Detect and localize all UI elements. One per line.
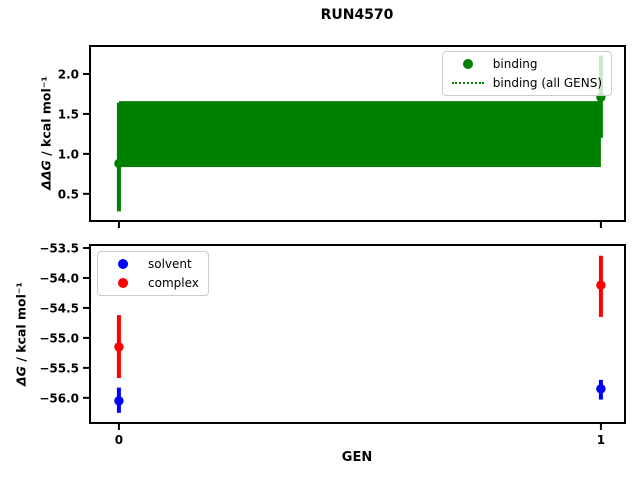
svg-text:−55.5: −55.5 xyxy=(39,361,79,375)
legend-label-binding: binding xyxy=(492,57,538,71)
ylabel-math-dg: ΔG xyxy=(13,366,29,386)
ylabel-units-ddg: / kcal mol⁻¹ xyxy=(38,76,54,161)
svg-text:1: 1 xyxy=(597,433,605,447)
legend-item-complex: complex xyxy=(107,276,199,290)
svg-text:−56.0: −56.0 xyxy=(39,391,79,405)
legend-item-binding-all-gens: binding (all GENS) xyxy=(451,76,602,90)
legend-item-solvent: solvent xyxy=(107,257,199,271)
binding-marker-icon xyxy=(462,59,473,69)
x-axis-label: GEN xyxy=(341,450,373,465)
complex-marker-icon xyxy=(118,278,128,288)
svg-text:−54.0: −54.0 xyxy=(39,271,79,285)
ylabel-math-ddg: ΔΔG xyxy=(38,160,54,190)
svg-text:−55.0: −55.0 xyxy=(39,331,79,345)
svg-text:1.0: 1.0 xyxy=(58,147,79,161)
legend-binding: binding binding (all GENS) xyxy=(441,51,612,96)
figure-title: RUN4570 xyxy=(320,7,394,23)
legend-label-solvent: solvent xyxy=(148,257,192,271)
legend-label-binding-all-gens: binding (all GENS) xyxy=(492,76,602,90)
legend-label-complex: complex xyxy=(148,276,199,290)
svg-text:−54.5: −54.5 xyxy=(39,301,79,315)
legend-item-binding: binding xyxy=(452,57,602,71)
svg-text:2.0: 2.0 xyxy=(58,67,79,81)
legend-dg: solvent complex xyxy=(97,251,209,296)
binding-all-gens-dotted-line-icon xyxy=(451,82,484,84)
y-axis-label-ddg: ΔΔG / kcal mol⁻¹ xyxy=(39,76,54,190)
ylabel-units-dg: / kcal mol⁻¹ xyxy=(13,282,29,367)
y-axis-label-dg: ΔG / kcal mol⁻¹ xyxy=(14,282,29,386)
svg-text:0.5: 0.5 xyxy=(58,187,79,201)
svg-text:1.5: 1.5 xyxy=(58,107,79,121)
svg-text:0: 0 xyxy=(115,433,123,447)
solvent-marker-icon xyxy=(118,259,128,269)
svg-text:−53.5: −53.5 xyxy=(39,241,79,255)
